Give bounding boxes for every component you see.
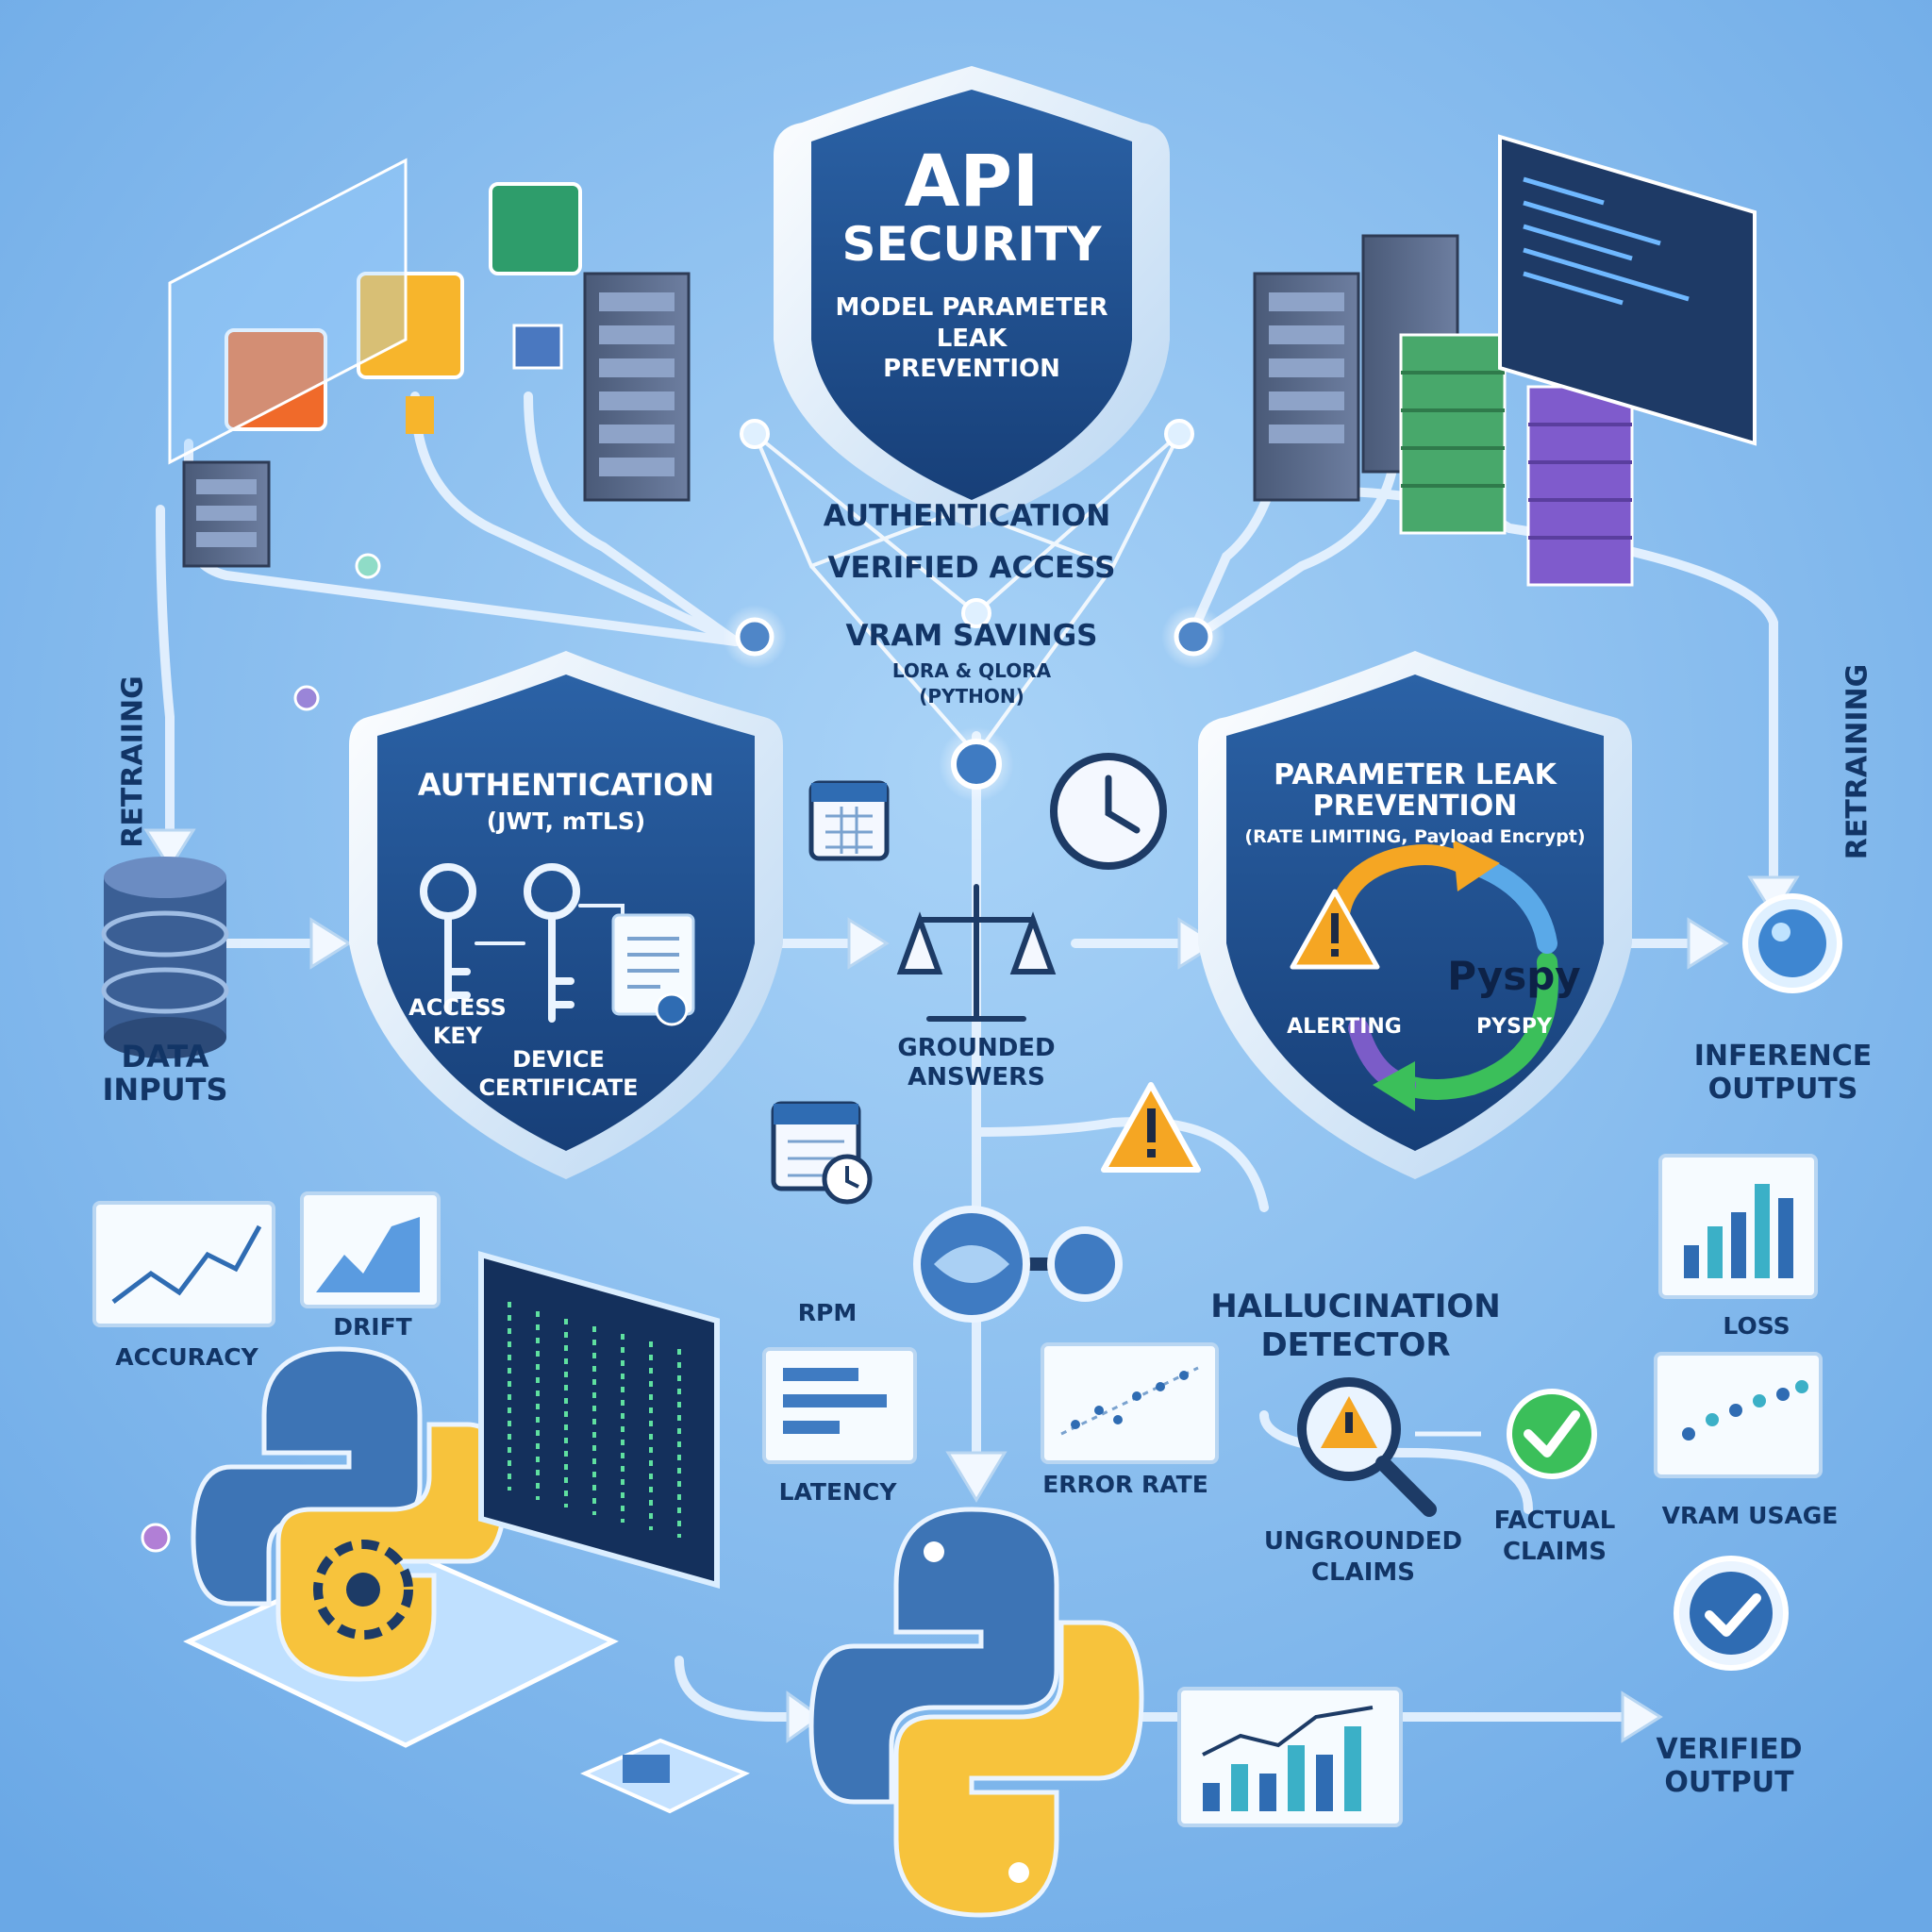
error-rate-label: ERROR RATE xyxy=(1042,1471,1208,1498)
center-list-item3-sub2: (PYTHON) xyxy=(919,685,1024,708)
verified-1: VERIFIED xyxy=(1656,1733,1803,1766)
loss-chart xyxy=(1658,1154,1818,1299)
drift-label: DRIFT xyxy=(333,1313,412,1341)
server-rack-left xyxy=(182,272,691,568)
ungrounded-1: UNGROUNDED xyxy=(1263,1527,1463,1556)
hallucination-title-1: HALLUCINATION xyxy=(1210,1288,1501,1325)
factual-2: CLAIMS xyxy=(1502,1538,1607,1566)
latency-chart xyxy=(762,1347,917,1464)
pyspy-label: PYSPY xyxy=(1476,1015,1552,1039)
factual-check-icon xyxy=(1507,1389,1597,1479)
leak-title-1: PARAMETER LEAK xyxy=(1274,758,1557,791)
hub-connector-icon xyxy=(913,1206,1123,1323)
device-label-1: DEVICE xyxy=(512,1046,605,1073)
center-list-item3-sub1: LORA & QLORA xyxy=(891,659,1052,682)
header-line1: MODEL PARAMETER xyxy=(835,293,1108,322)
grounded-1: GROUNDED xyxy=(897,1034,1056,1062)
center-list-item3: VRAM SAVINGS xyxy=(845,619,1098,653)
python-logo-left xyxy=(183,1346,619,1748)
hallucination-title-2: DETECTOR xyxy=(1260,1326,1451,1364)
network-nodes xyxy=(141,419,1225,1553)
data-inputs-2: INPUTS xyxy=(102,1072,228,1108)
auth-title: AUTHENTICATION xyxy=(417,767,715,803)
verified-check-icon xyxy=(1674,1556,1789,1671)
inference-orb xyxy=(1742,893,1842,993)
calendar-icon xyxy=(808,780,890,861)
center-list-item2: VERIFIED ACCESS xyxy=(827,551,1116,585)
inference-2: OUTPUTS xyxy=(1707,1073,1858,1106)
header-shield xyxy=(774,66,1170,528)
model-cubes xyxy=(225,182,582,434)
vram-usage-label: VRAM USAGE xyxy=(1661,1502,1839,1529)
database-icon xyxy=(101,857,229,1058)
alerting-label: ALERTING xyxy=(1287,1015,1402,1039)
access-key-label-2: KEY xyxy=(432,1023,483,1049)
accuracy-chart xyxy=(92,1201,275,1327)
leak-subtitle: (RATE LIMITING, Payload Encrypt) xyxy=(1244,826,1586,847)
scales-icon xyxy=(896,884,1057,1022)
verified-2: OUTPUT xyxy=(1664,1766,1794,1799)
retraining-right: RETRAINING xyxy=(1840,663,1874,860)
pyspy-logo: Pyspy xyxy=(1447,953,1581,999)
certificate-icon xyxy=(611,913,695,1026)
clock-icon xyxy=(1050,753,1167,870)
magnifier-warning-icon xyxy=(1297,1377,1437,1517)
hardware-chip xyxy=(580,1738,750,1814)
cycle-arrowheads xyxy=(1373,840,1500,1111)
ungrounded-2: CLAIMS xyxy=(1310,1558,1416,1587)
calendar-clock-icon xyxy=(771,1101,873,1205)
binary-panel xyxy=(168,158,408,465)
retraining-left: RETRAIING xyxy=(116,675,150,848)
binary-monitor xyxy=(478,1251,720,1589)
warning-icon xyxy=(1101,1082,1201,1173)
inference-1: INFERENCE xyxy=(1693,1040,1873,1073)
header-line2: LEAK xyxy=(936,325,1008,353)
center-list-item1: AUTHENTICATION xyxy=(823,499,1111,533)
vram-usage-chart xyxy=(1654,1352,1823,1478)
header-subtitle: SECURITY xyxy=(841,217,1102,272)
accuracy-label: ACCURACY xyxy=(115,1343,258,1371)
leak-title-2: PREVENTION xyxy=(1312,790,1518,823)
grounded-2: ANSWERS xyxy=(908,1063,1045,1091)
access-key-label-1: ACCESS xyxy=(408,994,507,1021)
drift-chart xyxy=(300,1191,441,1308)
header-title: API xyxy=(904,139,1040,223)
device-label-2: CERTIFICATE xyxy=(478,1074,639,1101)
code-screen xyxy=(1498,134,1757,446)
key-icon xyxy=(420,863,625,1023)
loss-label: LOSS xyxy=(1723,1312,1790,1340)
auth-subtitle: (JWT, mTLS) xyxy=(486,808,646,835)
trend-chart-bottom xyxy=(1177,1687,1403,1827)
server-rack-right xyxy=(1253,234,1634,587)
latency-label: LATENCY xyxy=(778,1478,897,1506)
factual-1: FACTUAL xyxy=(1493,1507,1616,1535)
python-logo-center xyxy=(808,1507,1144,1918)
warning-icon-shield xyxy=(1290,889,1380,970)
data-inputs-1: DATA xyxy=(121,1039,209,1074)
header-line3: PREVENTION xyxy=(883,355,1060,383)
rpm-label: RPM xyxy=(797,1299,858,1326)
error-rate-chart xyxy=(1041,1342,1219,1464)
